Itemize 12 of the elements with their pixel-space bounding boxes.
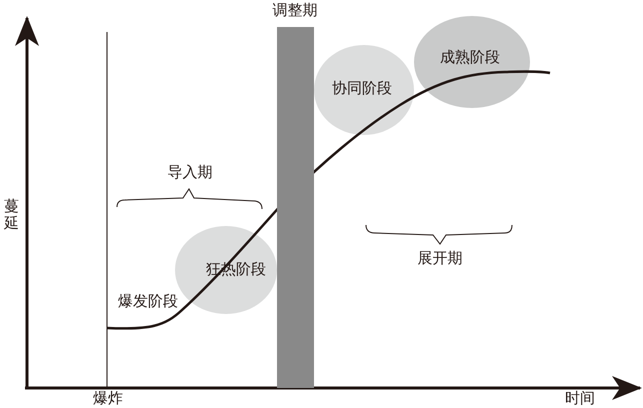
stage-ellipse (314, 45, 414, 135)
stage-label: 协同阶段 (332, 79, 392, 97)
stage-label: 爆发阶段 (118, 292, 178, 310)
tick-label: 爆炸 (93, 389, 123, 407)
period-label: 导入期 (168, 163, 212, 181)
period-label: 展开期 (418, 249, 462, 267)
stage-ellipse (414, 16, 530, 108)
axis-label: 时间 (565, 389, 595, 407)
period-label: 调整期 (272, 1, 318, 19)
axis-label: 蔓延 (4, 198, 20, 232)
adjustment-bar (277, 27, 314, 388)
stage-label: 成熟阶段 (440, 48, 500, 66)
